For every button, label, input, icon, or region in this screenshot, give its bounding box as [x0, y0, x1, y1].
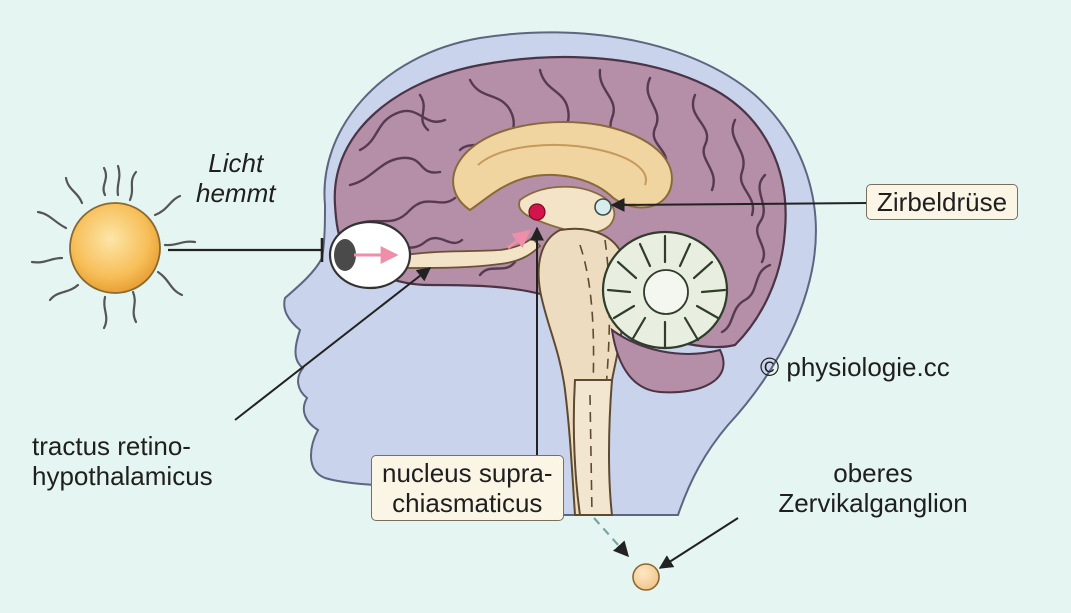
eye: [330, 222, 410, 288]
label-nucleus-line1: nucleus supra-: [382, 458, 553, 488]
label-tractus-line2: hypothalamicus: [32, 461, 213, 491]
spinal-cord: [574, 380, 612, 515]
label-tractus: tractus retino- hypothalamicus: [32, 431, 213, 491]
label-ganglion: oberes Zervikalganglion: [738, 458, 1008, 518]
label-copyright: © physiologie.cc: [760, 352, 950, 382]
label-licht-hemmt: Licht hemmt: [196, 148, 275, 208]
label-zirbeldruese-text: Zirbeldrüse: [877, 187, 1007, 217]
label-zirbeldruese: Zirbeldrüse: [866, 184, 1018, 220]
label-nucleus: nucleus supra- chiasmaticus: [371, 455, 564, 521]
superior-cervical-ganglion: [633, 564, 659, 590]
pineal-gland: [595, 199, 611, 215]
nucleus-suprachiasmaticus-dot: [529, 204, 545, 220]
label-ganglion-line1: oberes: [738, 458, 1008, 488]
label-tractus-line1: tractus retino-: [32, 431, 213, 461]
label-licht-line1: Licht: [196, 148, 275, 178]
label-ganglion-line2: Zervikalganglion: [738, 488, 1008, 518]
label-nucleus-line2: chiasmaticus: [382, 488, 553, 518]
cerebellum: [603, 232, 727, 348]
label-licht-line2: hemmt: [196, 178, 275, 208]
